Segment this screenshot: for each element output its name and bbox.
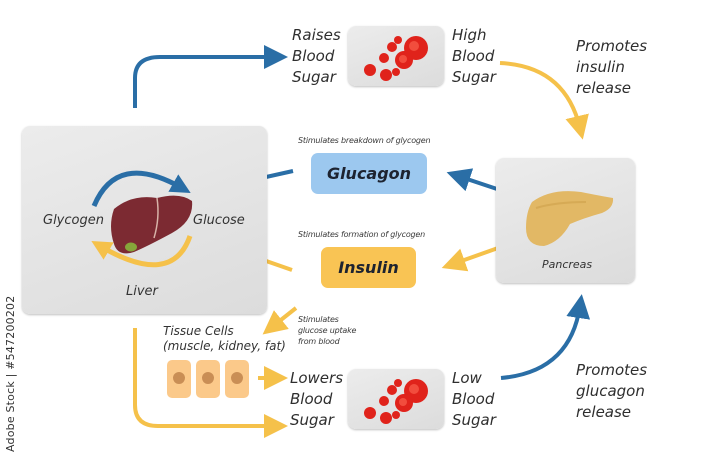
low-line-3: Sugar bbox=[452, 411, 496, 429]
promotes-insulin-line-1: Promotes bbox=[576, 37, 648, 55]
arrow-pancreas-to-insulin bbox=[441, 246, 499, 272]
low-line-2: Blood bbox=[452, 390, 495, 408]
insulin-box: Insulin bbox=[321, 247, 416, 288]
nucleus-icon bbox=[173, 372, 185, 384]
promotes-glucagon-line-2: glucagon bbox=[576, 382, 645, 400]
promotes-insulin-line-3: release bbox=[576, 79, 632, 97]
insulin-label: Insulin bbox=[338, 258, 399, 277]
cycle-arrow-blue-icon bbox=[91, 170, 191, 207]
uptake-line-1: Stimulates bbox=[298, 315, 339, 324]
promotes-insulin-line-2: insulin bbox=[576, 58, 625, 76]
glucose-label: Glucose bbox=[193, 213, 245, 228]
liver-caption: Liver bbox=[126, 284, 158, 299]
high-blood-sugar-label: High Blood Sugar bbox=[452, 25, 496, 88]
lowers-line-2: Blood bbox=[290, 390, 333, 408]
uptake-note: Stimulates glucose uptake from blood bbox=[298, 314, 356, 347]
promotes-glucagon-line-3: release bbox=[576, 403, 632, 421]
liver-icon bbox=[111, 195, 193, 254]
stock-watermark: Adobe Stock | #547200202 bbox=[4, 295, 17, 452]
promotes-glucagon-label: Promotes glucagon release bbox=[576, 360, 647, 423]
high-line-3: Sugar bbox=[452, 68, 496, 86]
uptake-line-3: from blood bbox=[298, 337, 340, 346]
arrow-liver-to-raises bbox=[133, 45, 288, 108]
tissue-cell bbox=[196, 360, 220, 398]
raises-line-2: Blood bbox=[292, 47, 335, 65]
lowers-blood-sugar-label: Lowers Blood Sugar bbox=[290, 368, 343, 431]
tissue-title: Tissue Cells bbox=[163, 324, 234, 338]
high-blood-cells-panel bbox=[348, 26, 444, 86]
lowers-line-1: Lowers bbox=[290, 369, 344, 387]
raises-line-3: Sugar bbox=[292, 68, 336, 86]
low-blood-sugar-label: Low Blood Sugar bbox=[452, 368, 496, 431]
pancreas-panel: Pancreas bbox=[496, 158, 635, 283]
promotes-insulin-label: Promotes insulin release bbox=[576, 36, 647, 99]
glucagon-label: Glucagon bbox=[326, 164, 412, 183]
high-line-2: Blood bbox=[452, 47, 495, 65]
tissue-subtitle: (muscle, kidney, fat) bbox=[163, 339, 286, 353]
arrow-high-to-pancreas bbox=[499, 61, 589, 140]
low-blood-cells-panel bbox=[348, 369, 444, 429]
arrow-insulin-to-tissue bbox=[262, 306, 298, 335]
arrow-pancreas-to-glucagon bbox=[446, 168, 501, 192]
low-line-1: Low bbox=[452, 369, 482, 387]
blood-cells-icon bbox=[364, 379, 428, 424]
raises-line-1: Raises bbox=[292, 26, 341, 44]
glucagon-note: Stimulates breakdown of glycogen bbox=[298, 136, 431, 145]
high-line-1: High bbox=[452, 26, 487, 44]
blood-cells-icon bbox=[364, 36, 428, 81]
promotes-glucagon-line-1: Promotes bbox=[576, 361, 648, 379]
insulin-note: Stimulates formation of glycogen bbox=[298, 230, 426, 239]
cycle-arrow-yellow-icon bbox=[91, 235, 193, 268]
glycogen-label: Glycogen bbox=[43, 213, 104, 228]
pancreas-caption: Pancreas bbox=[542, 258, 593, 271]
nucleus-icon bbox=[202, 372, 214, 384]
lowers-line-3: Sugar bbox=[290, 411, 334, 429]
pancreas-icon bbox=[526, 191, 614, 246]
liver-panel: Glycogen Glucose Liver bbox=[22, 126, 267, 314]
nucleus-icon bbox=[231, 372, 243, 384]
glucagon-box: Glucagon bbox=[311, 153, 427, 194]
arrow-low-to-pancreas bbox=[500, 294, 591, 380]
liver-cycle-graphic bbox=[91, 170, 193, 268]
uptake-line-2: glucose uptake bbox=[298, 326, 357, 335]
raises-blood-sugar-label: Raises Blood Sugar bbox=[292, 25, 341, 88]
tissue-cell bbox=[167, 360, 191, 398]
arrow-liver-to-lowers bbox=[133, 328, 288, 438]
tissue-cell bbox=[225, 360, 249, 398]
